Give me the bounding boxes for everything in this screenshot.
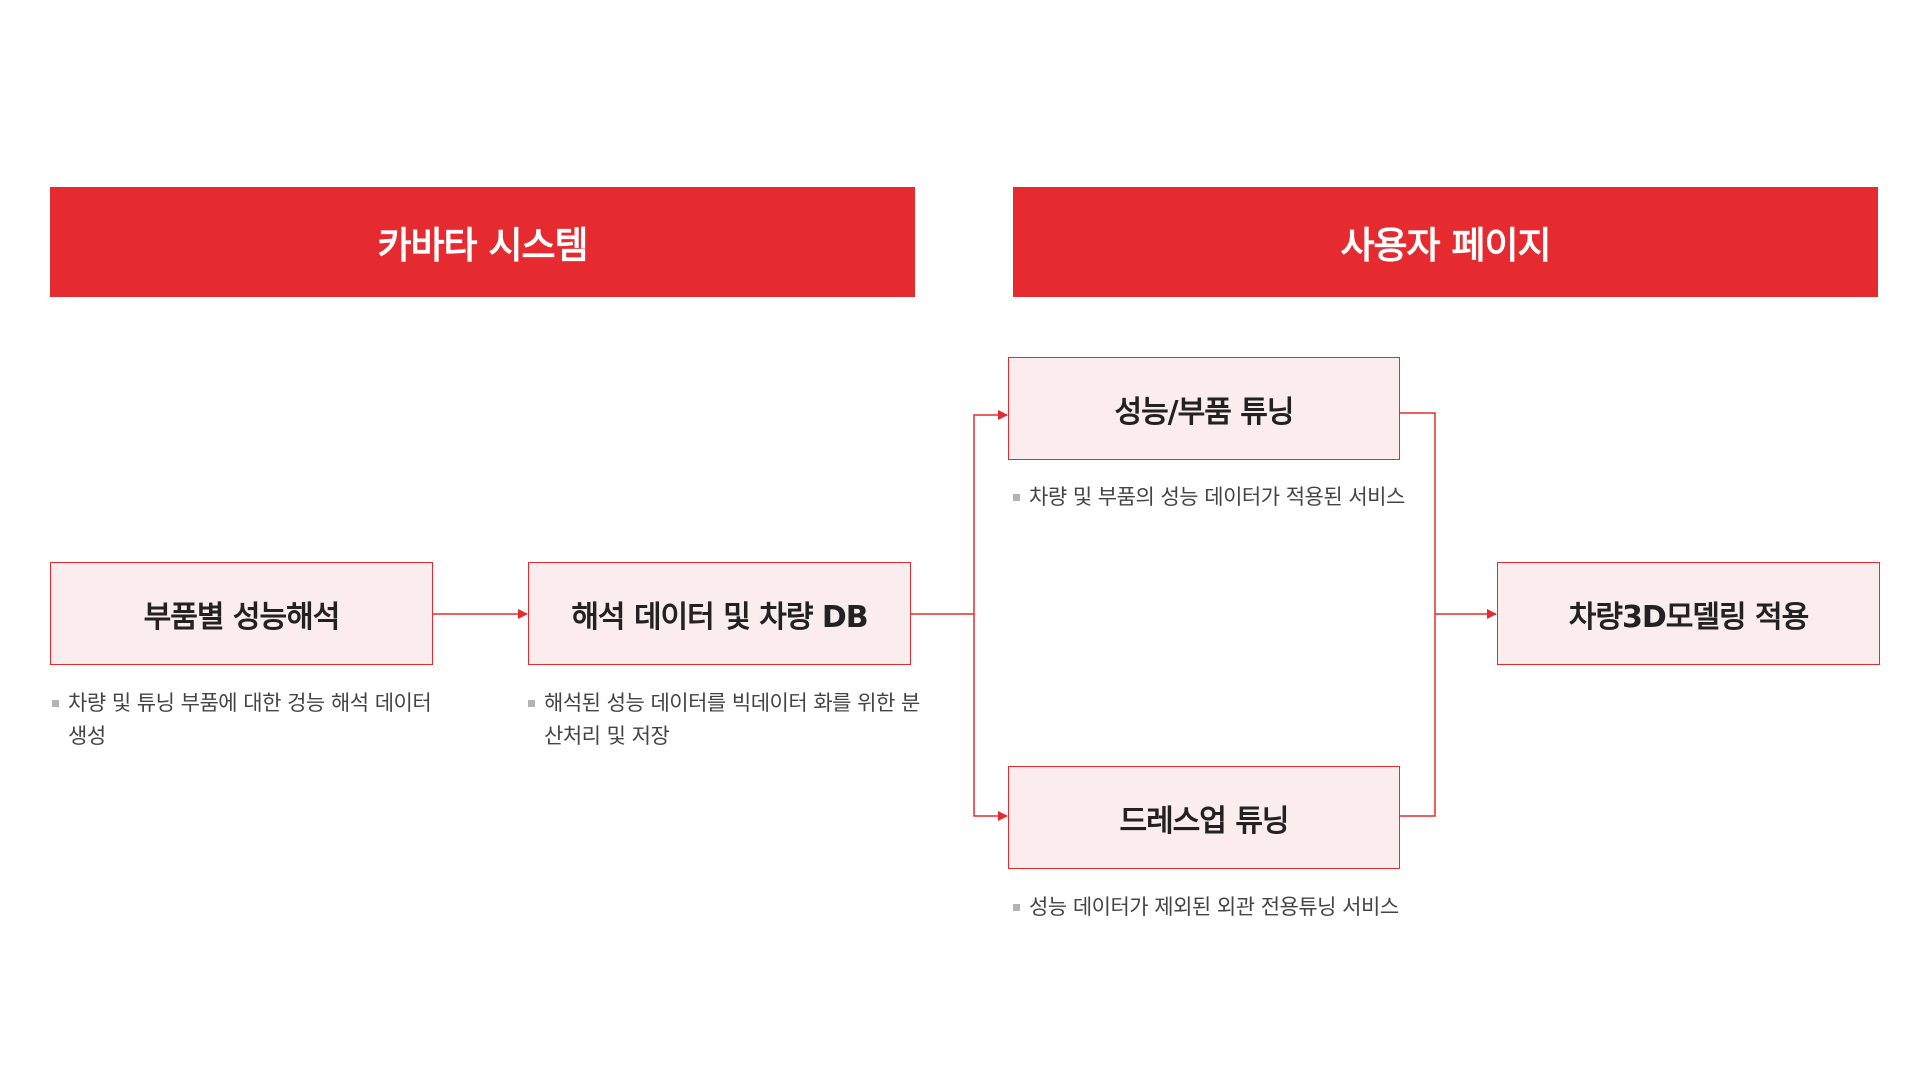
bullet-square-icon <box>52 700 59 707</box>
header-user-page-label: 사용자 페이지 <box>1340 224 1551 267</box>
bullet-square-icon <box>1013 494 1020 501</box>
note-dressup-tuning-text: 성능 데이터가 제외된 외관 전용튜닝 서비스 <box>1029 895 1399 919</box>
node-component-analysis-label: 부품별 성능해석 <box>143 599 341 635</box>
connector-performance-to-merge <box>1400 412 1436 614</box>
node-3d-modeling: 차량3D모델링 적용 <box>1497 562 1880 665</box>
note-component-analysis-text: 차량 및 튜닝 부품에 대한 겅능 해석 데이터 생성 <box>68 691 432 748</box>
header-kavata-system-label: 카바타 시스템 <box>377 224 588 267</box>
node-performance-tuning: 성능/부품 튜닝 <box>1008 357 1400 460</box>
connector-dressup-to-merge <box>1400 614 1436 817</box>
node-component-analysis: 부품별 성능해석 <box>50 562 433 665</box>
note-analysis-db: 해석된 성능 데이터를 빅데이터 화를 위한 분산처리 및 저장 <box>526 687 926 753</box>
note-analysis-db-text: 해석된 성능 데이터를 빅데이터 화를 위한 분산처리 및 저장 <box>544 691 920 748</box>
note-performance-tuning-text: 차량 및 부품의 성능 데이터가 적용된 서비스 <box>1029 485 1405 509</box>
node-analysis-db: 해석 데이터 및 차량 DB <box>528 562 911 665</box>
arrow-db-to-dressup <box>973 614 1008 821</box>
bullet-square-icon <box>1013 904 1020 911</box>
node-performance-tuning-label: 성능/부품 튜닝 <box>1114 394 1294 430</box>
header-user-page: 사용자 페이지 <box>1013 187 1878 297</box>
note-component-analysis: 차량 및 튜닝 부품에 대한 겅능 해석 데이터 생성 <box>50 687 450 753</box>
node-3d-modeling-label: 차량3D모델링 적용 <box>1568 599 1809 635</box>
node-dressup-tuning: 드레스업 튜닝 <box>1008 766 1400 869</box>
arrow-db-to-performance <box>973 410 1008 614</box>
note-dressup-tuning: 성능 데이터가 제외된 외관 전용튜닝 서비스 <box>1011 891 1441 924</box>
header-kavata-system: 카바타 시스템 <box>50 187 915 297</box>
bullet-square-icon <box>528 700 535 707</box>
node-dressup-tuning-label: 드레스업 튜닝 <box>1119 803 1289 839</box>
note-performance-tuning: 차량 및 부품의 성능 데이터가 적용된 서비스 <box>1011 481 1441 514</box>
node-analysis-db-label: 해석 데이터 및 차량 DB <box>571 599 868 635</box>
